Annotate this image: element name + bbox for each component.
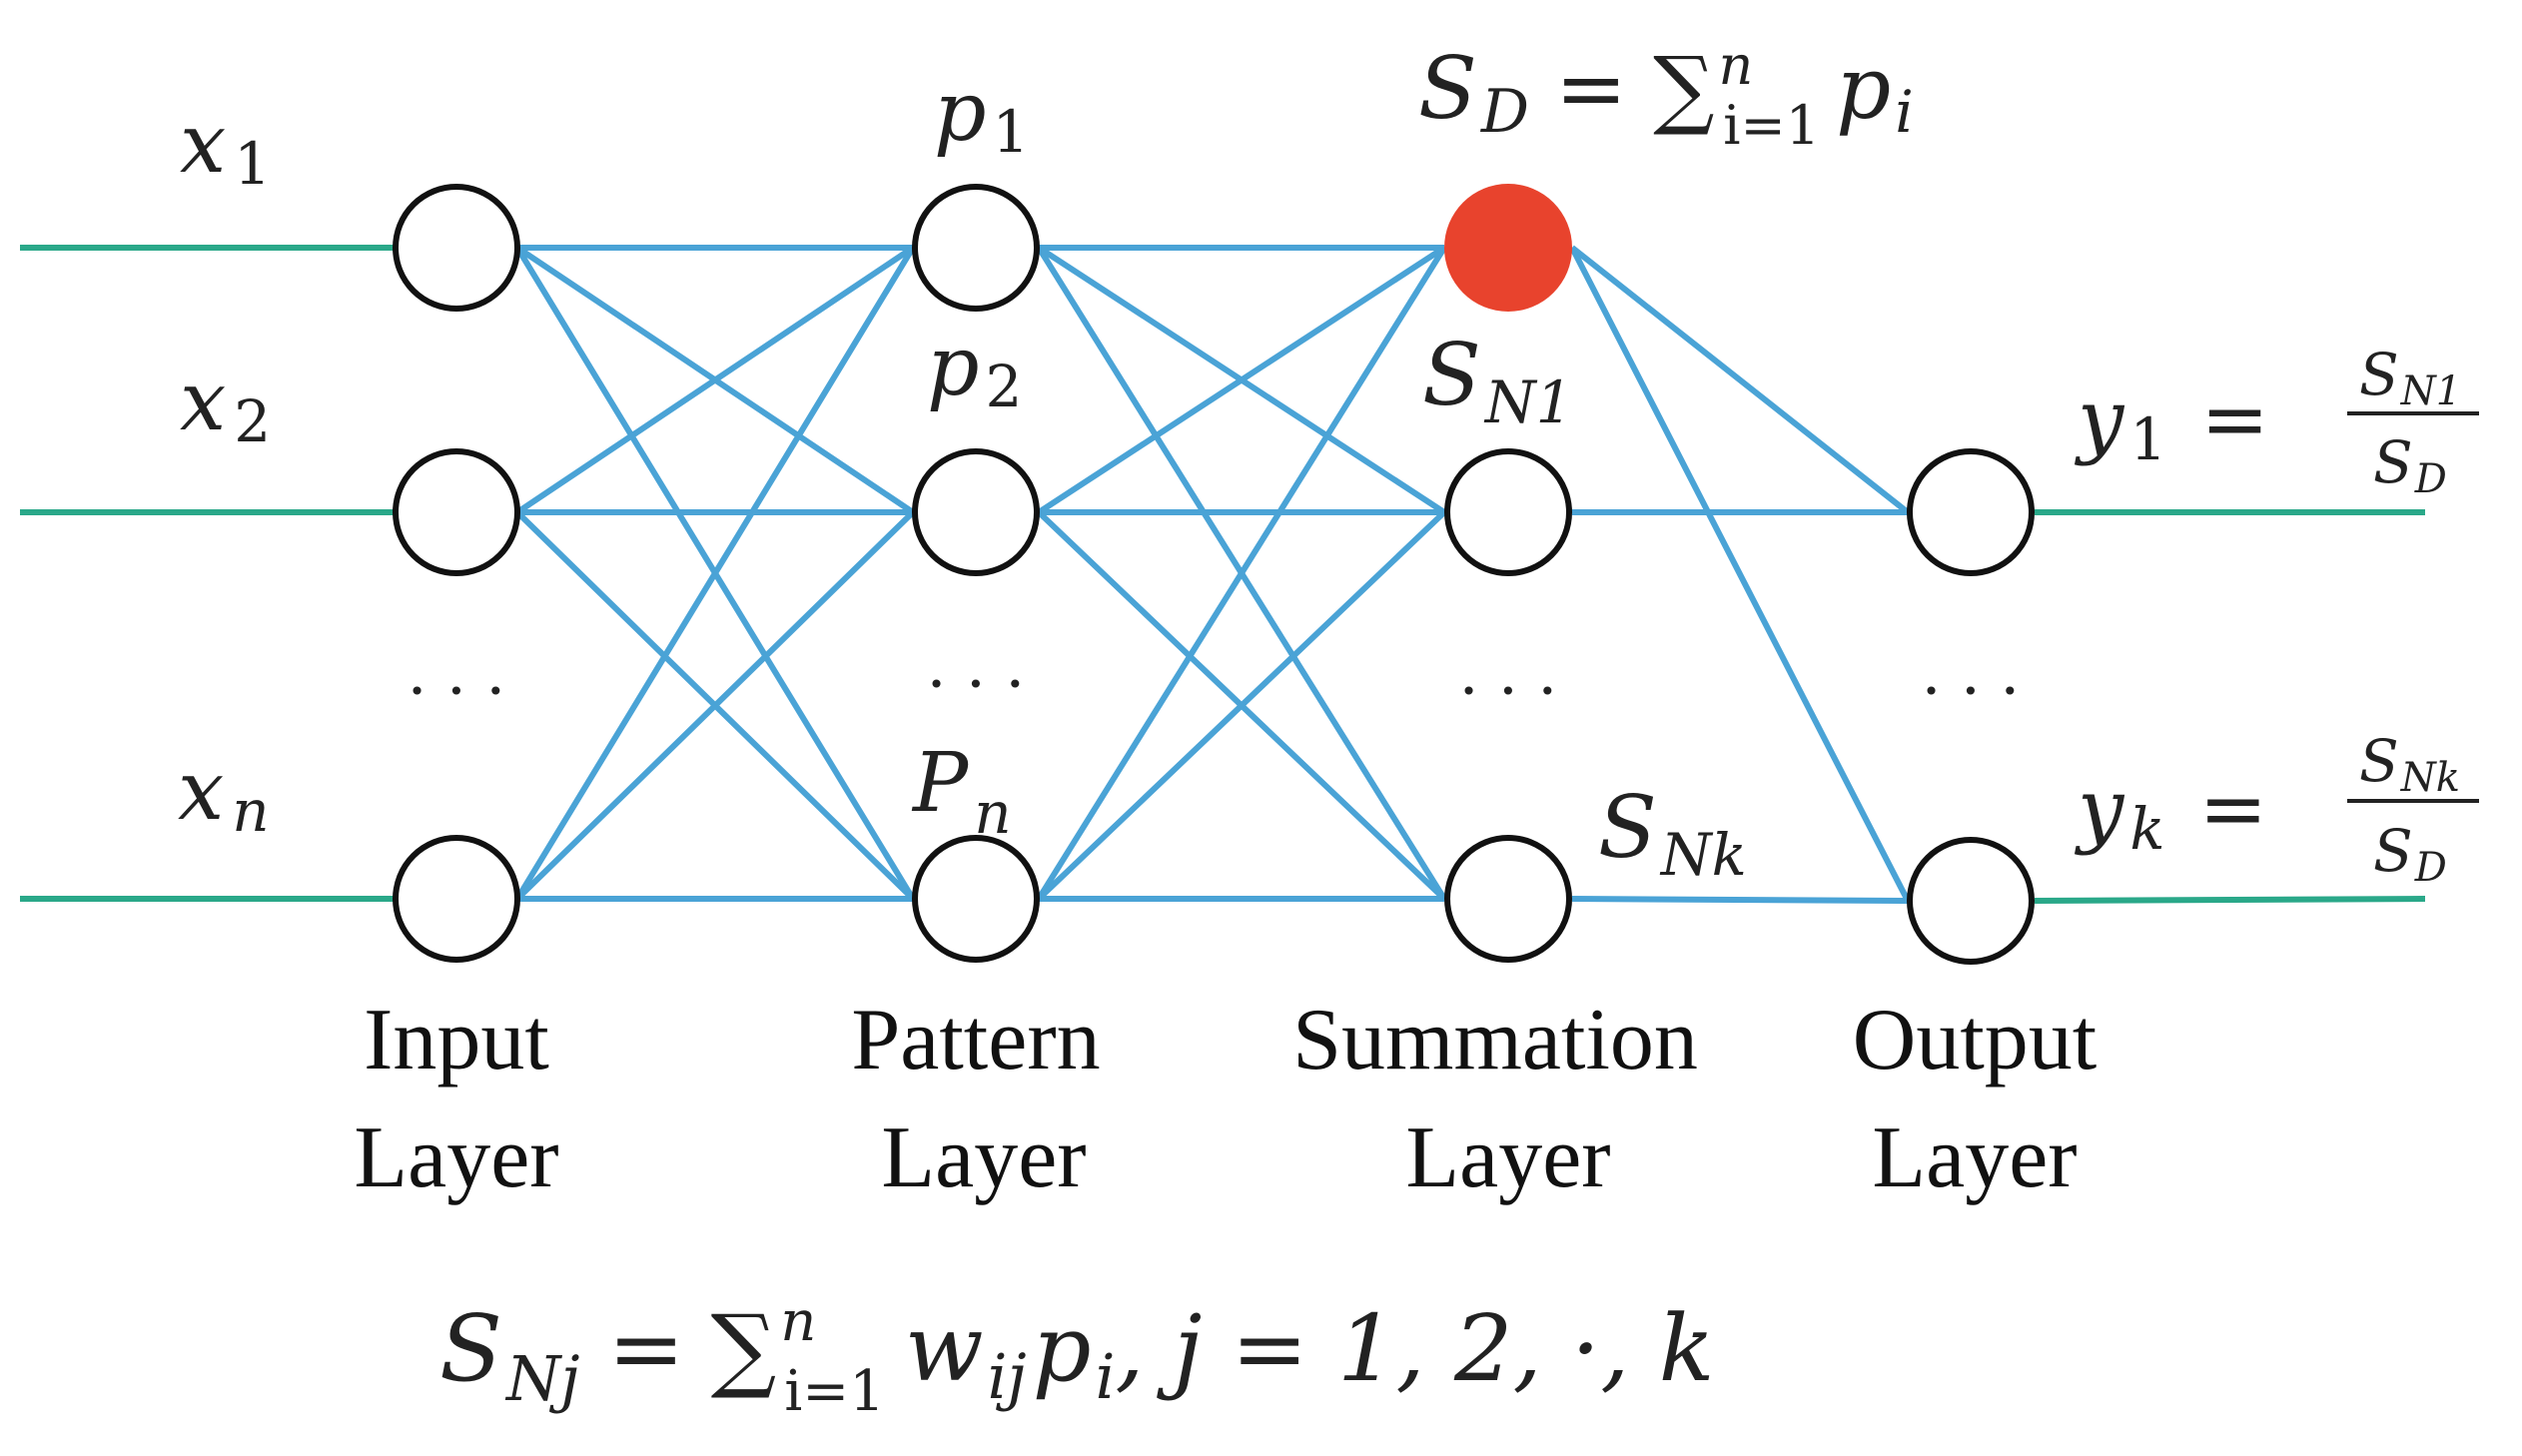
ellipsis-pattern: · · · [927,647,1026,720]
ellipses: · · · · · · · · · · · · [408,647,2021,727]
input-node-x2 [393,448,520,576]
pattern-node-p1 [912,184,1040,312]
input-lines [20,245,396,902]
numerator-node-snk [1444,835,1572,963]
svg-text:SD: SD [2373,817,2447,891]
svg-text:yk=: yk= [2074,762,2267,863]
edge-xn-p2 [514,509,916,902]
edge-sd-yk [1569,246,1911,903]
numerator-node-sn1 [1444,448,1572,576]
edge-pn-sn1 [1036,509,1447,902]
ellipsis-input: · · · [408,654,506,727]
output-line-yk [2034,896,2426,904]
pattern-to-summation-edges [1036,245,1447,902]
input-to-pattern-edges [514,245,916,902]
edge-x2-p1 [515,245,915,515]
label-sn1: SN1 [1422,326,1573,436]
svg-text:SD: SD [2373,428,2447,502]
edge-snk-yk [1571,896,1909,904]
edge-sd-y1 [1570,245,1910,515]
output-lines [2034,509,2426,904]
svg-text:y1=: y1= [2074,372,2269,473]
input-layer-nodes [393,184,520,963]
ellipsis-output: · · · [1922,654,2021,727]
pattern-layer-nodes [912,184,1040,963]
summation-layer-nodes [1444,184,1572,963]
edge-pn-sd [1036,246,1447,901]
edge-p2-sd [1037,245,1446,515]
svg-text:SN1: SN1 [2359,341,2461,414]
ellipsis-summation: · · · [1459,654,1558,727]
pattern-node-p2 [912,448,1040,576]
svg-text:SNk: SNk [2359,727,2460,801]
input-node-x1 [393,184,520,312]
pattern-node-pn [912,835,1040,963]
edge-xn-p1 [514,246,916,901]
output-layer-nodes [1907,448,2035,965]
output-node-yk [1907,837,2035,965]
label-snk: SNk [1598,778,1747,889]
output-node-y1 [1907,448,2035,576]
denominator-node-sd [1444,184,1572,312]
summation-to-output-edges [1569,245,1911,904]
input-node-xn [393,835,520,963]
